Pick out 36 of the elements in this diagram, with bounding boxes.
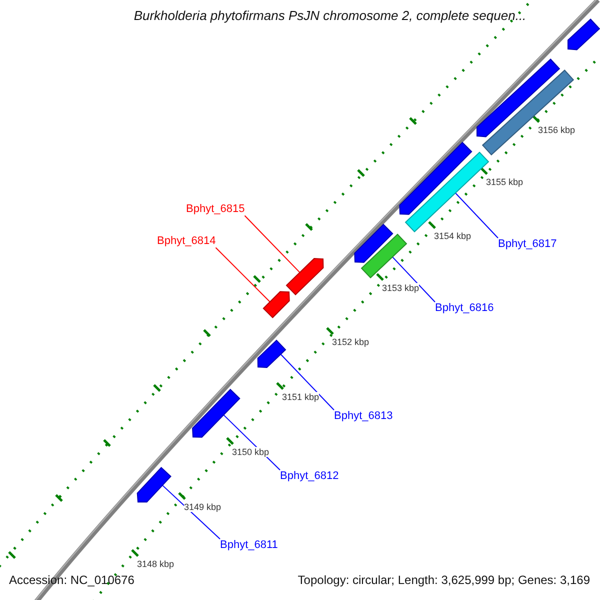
gene-feature: [136, 466, 172, 503]
gene-bar: [482, 70, 574, 156]
title: Burkholderia phytofirmans PsJN chromosome 2, complete sequen...: [132, 9, 528, 24]
gene-feature: [257, 340, 286, 368]
scale-label: 3150 kbp: [232, 447, 270, 458]
scale-label: 3149 kbp: [184, 502, 222, 512]
gene-label: Bphyt_6813: [334, 410, 393, 423]
gene-feature: [192, 388, 240, 438]
leader-line: [454, 192, 498, 238]
gene-feature: [262, 291, 290, 318]
gene-feature: [399, 142, 472, 215]
gene-feature: [286, 258, 324, 296]
leader-line: [392, 256, 436, 302]
gene-label: Bphyt_6817: [498, 238, 557, 251]
scale-label: 3148 kbp: [137, 559, 174, 570]
genome-info-text: Topology: circular; Length: 3,625,999 bp; Genes: 3,169: [298, 574, 590, 588]
gene-feature: [567, 18, 600, 50]
scale-label: 3154 kbp: [434, 231, 472, 242]
gene-label: Bphyt_6814: [157, 235, 216, 248]
gene-feature: [476, 58, 560, 138]
gene-feature: [354, 224, 394, 263]
gene-label: Bphyt_6811: [220, 539, 278, 552]
leader-line: [244, 215, 300, 273]
scale-label: 3156 kbp: [538, 125, 576, 136]
gene-label: Bphyt_6816: [435, 302, 494, 315]
leader-line: [215, 247, 270, 302]
leader-line: [280, 354, 334, 410]
accession-text: Accession: NC_010676: [9, 574, 134, 588]
leader-line: [162, 484, 220, 540]
scale-label: 3155 kbp: [486, 177, 524, 188]
scale-label: 3153 kbp: [382, 283, 420, 294]
scale-label: 3152 kbp: [332, 337, 370, 348]
gene-label: Bphyt_6815: [186, 203, 245, 216]
gene-label: Bphyt_6812: [280, 470, 339, 483]
scale-label: 3151 kbp: [282, 392, 320, 402]
gene-bar: [360, 234, 408, 278]
